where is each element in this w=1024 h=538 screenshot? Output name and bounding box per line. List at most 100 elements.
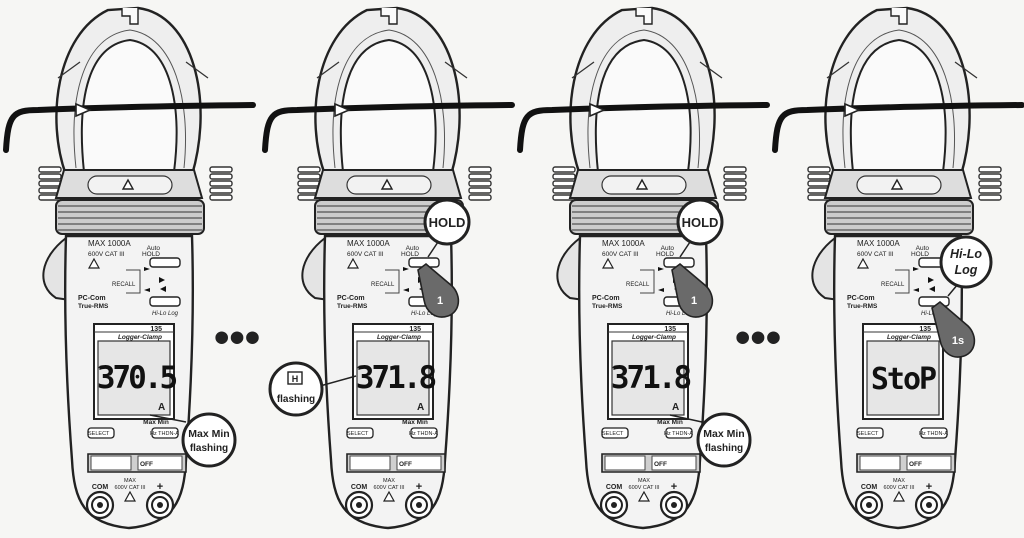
com-jack[interactable] [346, 492, 372, 518]
svg-text:flashing: flashing [705, 443, 743, 454]
svg-text:HOLD: HOLD [682, 215, 719, 230]
model-number: 135 [150, 326, 162, 333]
hz-thdn-button[interactable] [666, 428, 692, 438]
com-label: COM [606, 484, 623, 491]
warning-triangle-icon [346, 257, 360, 269]
hold-label: HOLD [656, 251, 674, 258]
spec-line-2: 600V CAT III [602, 251, 639, 258]
true-rms-label: True-RMS [78, 303, 109, 310]
spec-line-2: 600V CAT III [88, 251, 125, 258]
ac-tilde: ~ [612, 359, 620, 375]
maxmin-indicator: Max Min [143, 419, 169, 426]
triangle-left-icon [160, 286, 166, 292]
plus-jack[interactable] [406, 492, 432, 518]
lcd-unit: A [672, 402, 679, 413]
warning-triangle-icon [856, 257, 870, 269]
finger-press-4: 1s [931, 300, 976, 358]
auto-label: Auto [916, 245, 930, 252]
triangle-right-icon [928, 277, 934, 283]
hz-thdn-label: Hz THDN-A [664, 431, 693, 437]
warning-triangle-icon [123, 490, 137, 502]
plus-jack[interactable] [147, 492, 173, 518]
jack-rating: 600V CAT III [629, 485, 660, 491]
plus-label: + [416, 481, 422, 493]
function-dial[interactable] [602, 454, 700, 472]
spec-line-1: MAX 1000A [602, 239, 645, 248]
plus-jack[interactable] [661, 492, 687, 518]
triangle-left-icon [929, 286, 935, 292]
off-label: OFF [909, 461, 922, 468]
select-button[interactable] [602, 428, 628, 438]
auto-label: Auto [661, 245, 675, 252]
true-rms-label: True-RMS [337, 303, 368, 310]
select-label: SELECT [88, 431, 110, 437]
plus-label: + [926, 481, 932, 493]
spec-line-1: MAX 1000A [88, 239, 131, 248]
com-jack[interactable] [856, 492, 882, 518]
plus-label: + [671, 481, 677, 493]
hilo-log-button[interactable] [919, 297, 949, 306]
hold-button[interactable] [150, 258, 180, 267]
plus-label: + [157, 481, 163, 493]
hilo-label: Hi-Lo Log [666, 311, 693, 317]
svg-text:flashing: flashing [277, 394, 315, 405]
select-button[interactable] [88, 428, 114, 438]
lcd-reading: 371.8 [611, 360, 691, 396]
pc-com-label: PC-Com [847, 295, 875, 302]
warning-triangle-icon [601, 257, 615, 269]
spec-line-2: 600V CAT III [857, 251, 894, 258]
hz-thdn-label: Hz THDN-A [919, 431, 948, 437]
svg-text:Log: Log [955, 263, 978, 277]
maxmin-indicator: Max Min [657, 419, 683, 426]
svg-text:Hi-Lo: Hi-Lo [950, 247, 982, 261]
hz-thdn-button[interactable] [411, 428, 437, 438]
hz-thdn-label: Hz THDN-A [409, 431, 438, 437]
select-button[interactable] [347, 428, 373, 438]
svg-text:Max Min: Max Min [703, 428, 744, 440]
com-label: COM [92, 484, 109, 491]
hz-thdn-label: Hz THDN-A [150, 431, 179, 437]
model-number: 135 [409, 326, 421, 333]
select-label: SELECT [857, 431, 879, 437]
spec-line-1: MAX 1000A [857, 239, 900, 248]
ellipsis-2: ••• [735, 313, 781, 362]
function-dial[interactable] [347, 454, 445, 472]
svg-text:H: H [292, 374, 299, 384]
max-label: MAX [893, 478, 905, 484]
jack-rating: 600V CAT III [374, 485, 405, 491]
com-jack[interactable] [87, 492, 113, 518]
callout-hilo-log: Hi-Lo Log [939, 235, 993, 297]
com-jack[interactable] [601, 492, 627, 518]
function-dial[interactable] [857, 454, 955, 472]
callout-h-flashing: H flashing [268, 361, 357, 417]
callout-maxmin-1: Max Min flashing [149, 412, 237, 468]
maxmin-indicator: Max Min [402, 419, 428, 426]
select-button[interactable] [857, 428, 883, 438]
model-name: Logger-Clamp [887, 334, 931, 341]
hold-label: HOLD [911, 251, 929, 258]
model-number: 135 [664, 326, 676, 333]
plus-jack[interactable] [916, 492, 942, 518]
off-label: OFF [140, 461, 153, 468]
svg-text:1: 1 [437, 295, 443, 307]
finger-press-3: 1 [671, 262, 714, 318]
hilo-log-button[interactable] [150, 297, 180, 306]
recall-label: RECALL [112, 282, 136, 288]
warning-triangle-icon [637, 490, 651, 502]
callout-maxmin-3: Max Min flashing [669, 412, 752, 468]
recall-label: RECALL [626, 282, 650, 288]
hilo-label: Hi-Lo Log [411, 311, 438, 317]
off-label: OFF [399, 461, 412, 468]
model-name: Logger-Clamp [377, 334, 421, 341]
hz-thdn-button[interactable] [152, 428, 178, 438]
max-label: MAX [383, 478, 395, 484]
hz-thdn-button[interactable] [921, 428, 947, 438]
pc-com-label: PC-Com [337, 295, 365, 302]
function-dial[interactable] [88, 454, 186, 472]
max-label: MAX [124, 478, 136, 484]
model-name: Logger-Clamp [118, 334, 162, 341]
